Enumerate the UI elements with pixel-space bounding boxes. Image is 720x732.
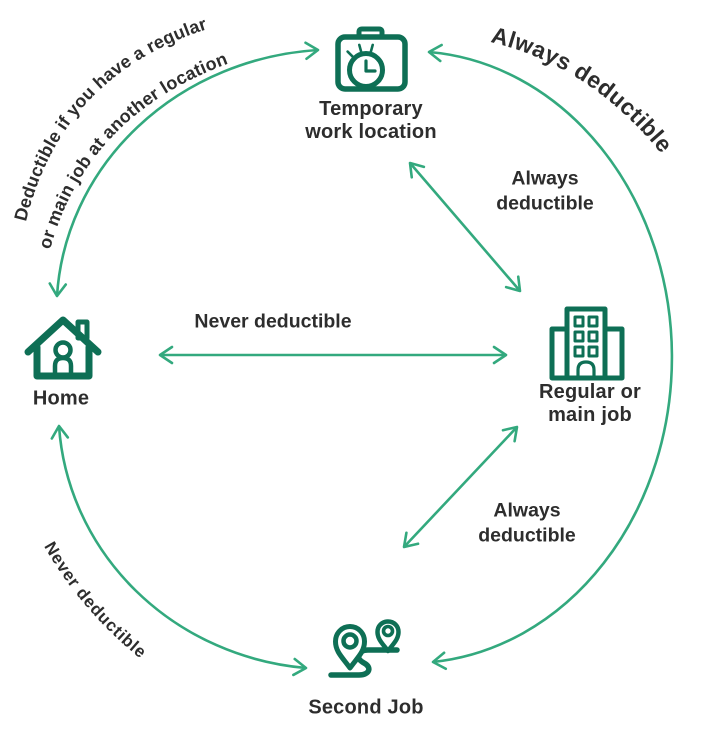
briefcase-clock-icon <box>335 26 408 92</box>
edge-label-temporary-regular: Always deductible <box>496 167 594 215</box>
arrow-temporary-regular <box>408 161 522 293</box>
home-label: Home <box>32 387 90 410</box>
second-job-label: Second Job <box>308 696 424 719</box>
edge-label-home-second: Never deductible <box>40 538 150 662</box>
edge-label-home-regular: Never deductible <box>194 310 352 333</box>
arrow-home-second <box>50 424 308 677</box>
map-pins-route-icon <box>328 619 401 678</box>
house-person-icon <box>24 316 102 380</box>
edge-label-home-temporary-line2: or main job at another location <box>35 48 231 251</box>
arrow-home-temporary <box>48 41 320 298</box>
arrow-temporary-second <box>427 43 674 671</box>
temporary-work-location-label: Temporary work location <box>305 98 437 143</box>
office-building-icon <box>549 306 625 381</box>
arrow-regular-second <box>402 425 519 549</box>
edge-label-regular-second: Always deductible <box>478 499 576 547</box>
arrows <box>48 41 674 677</box>
edge-label-temporary-second: Always deductible <box>489 22 678 158</box>
regular-or-main-job-label: Regular or main job <box>538 381 642 426</box>
